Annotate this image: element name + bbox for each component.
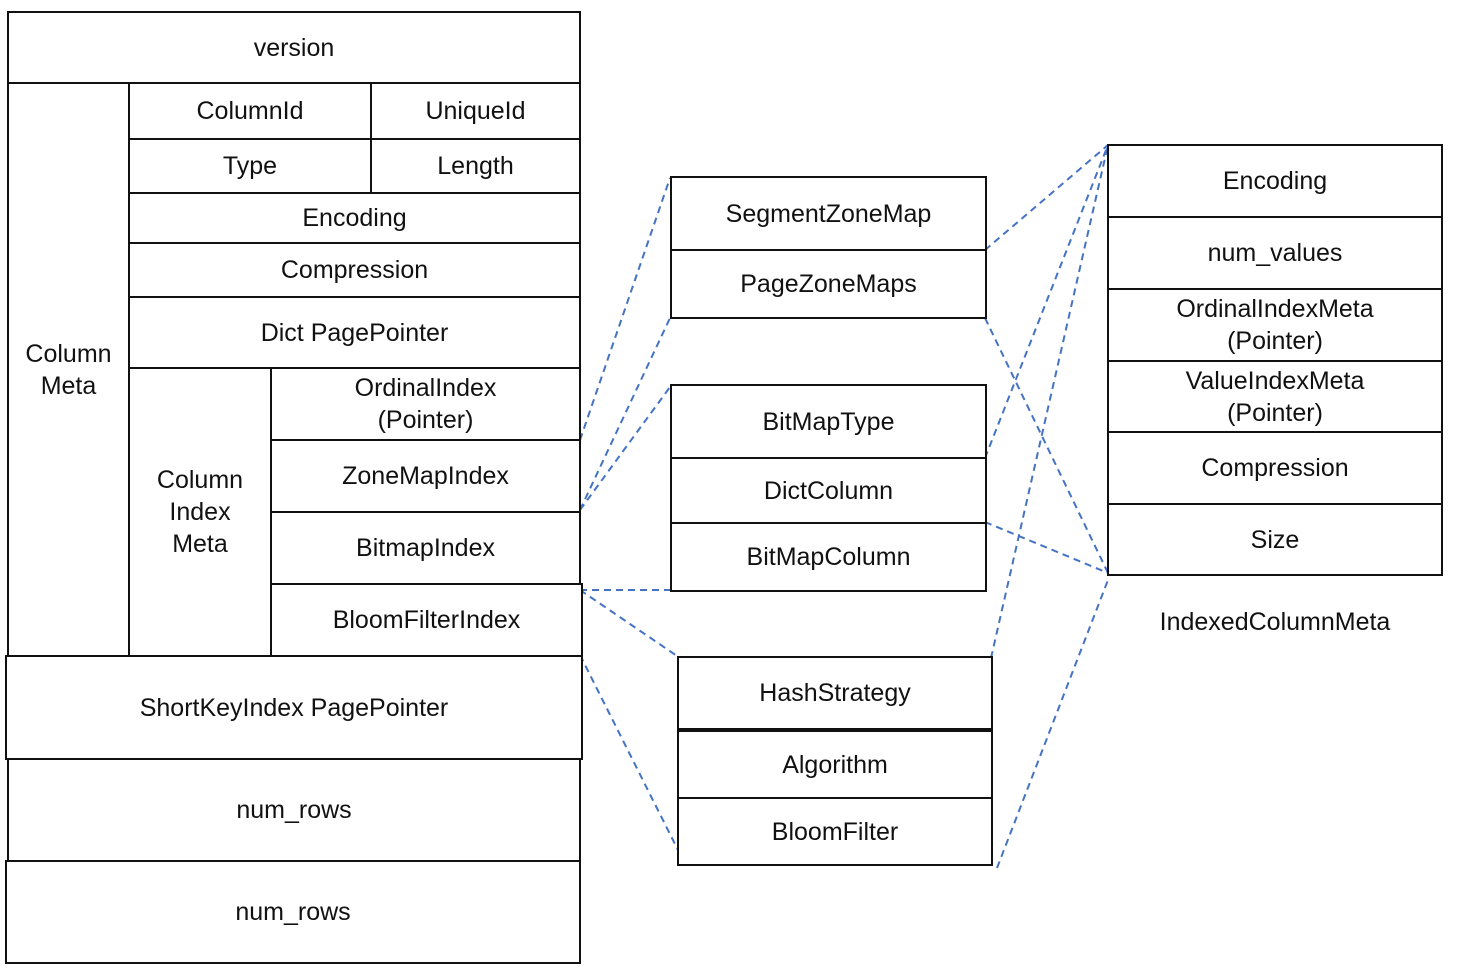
bitmap-type-label: BitMapType [762, 407, 895, 436]
unique-id-cell: UniqueId [370, 82, 581, 140]
num-rows-label-2: num_rows [235, 898, 351, 926]
bloom-filter-index-label: BloomFilterIndex [332, 606, 521, 634]
version-cell: version [7, 11, 581, 84]
hash-strategy-label: HashStrategy [759, 679, 911, 707]
num-rows-label-1: num_rows [236, 796, 352, 824]
compression-cell: Compression [128, 242, 581, 298]
short-key-index-cell: ShortKeyIndex PagePointer [5, 655, 583, 760]
connector-line [579, 654, 686, 865]
encoding-cell: Encoding [128, 192, 581, 244]
zone-map-index-label: ZoneMapIndex [342, 462, 509, 490]
hash-strategy-cell: HashStrategy [677, 656, 993, 732]
bitmap-column-label: BitMapColumn [746, 543, 911, 571]
connector-line [984, 521, 1109, 574]
algorithm-cell: Algorithm [677, 730, 993, 799]
dict-page-pointer-cell: Dict PagePointer [128, 296, 581, 369]
dict-column-cell: DictColumn [670, 457, 987, 524]
icm-ordinal-index-meta-label: OrdinalIndexMeta [1176, 295, 1374, 323]
length-label: Length [437, 152, 514, 180]
dict-page-pointer-label: Dict PagePointer [260, 318, 449, 347]
zone-map-index-cell: ZoneMapIndex [270, 439, 581, 513]
compression-label: Compression [280, 256, 429, 284]
column-index-meta-cell: Column Index Meta [128, 367, 272, 657]
column-meta-cell: Column Meta [7, 82, 130, 657]
connector-line [984, 144, 1109, 459]
bloom-filter-label: BloomFilter [771, 817, 899, 846]
icm-num-values-cell: num_values [1107, 216, 1443, 290]
column-id-cell: ColumnId [128, 82, 372, 140]
num-rows-cell-2: num_rows [5, 860, 581, 964]
icm-num-values-label: num_values [1207, 239, 1343, 267]
connector-line [579, 177, 671, 441]
segment-zone-map-cell: SegmentZoneMap [670, 176, 987, 251]
short-key-index-label: ShortKeyIndex PagePointer [139, 693, 449, 722]
column-index-meta-label: Column Index Meta [156, 466, 244, 558]
connector-line [579, 589, 681, 659]
icm-size-cell: Size [1107, 503, 1443, 576]
connector-line [984, 144, 1109, 251]
segment-zone-map-label: SegmentZoneMap [725, 199, 932, 228]
unique-id-label: UniqueId [425, 97, 526, 125]
algorithm-label: Algorithm [782, 750, 888, 779]
version-label: version [253, 33, 335, 62]
column-id-label: ColumnId [196, 97, 304, 125]
ordinal-index-label: OrdinalIndex [354, 374, 497, 402]
icm-value-index-meta-pointer-label: (Pointer) [1227, 398, 1323, 427]
connector-line [984, 317, 1109, 574]
page-zone-maps-label: PageZoneMaps [740, 270, 917, 298]
indexed-column-meta-title: IndexedColumnMeta [1159, 608, 1391, 636]
length-cell: Length [370, 138, 581, 194]
type-label: Type [222, 152, 278, 180]
icm-encoding-cell: Encoding [1107, 144, 1443, 218]
bloom-filter-cell: BloomFilter [677, 797, 993, 866]
icm-compression-cell: Compression [1107, 431, 1443, 505]
icm-ordinal-index-meta-cell: OrdinalIndexMeta (Pointer) [1107, 288, 1443, 362]
icm-ordinal-index-meta-pointer-label: (Pointer) [1227, 327, 1323, 355]
bitmap-index-label: BitmapIndex [356, 534, 495, 562]
icm-value-index-meta-cell: ValueIndexMeta (Pointer) [1107, 360, 1443, 433]
type-cell: Type [128, 138, 372, 194]
connector-line [579, 386, 671, 511]
connector-line [990, 144, 1109, 659]
bloom-filter-index-cell: BloomFilterIndex [270, 583, 583, 657]
connector-line [579, 317, 671, 511]
encoding-label: Encoding [302, 204, 407, 232]
dict-column-label: DictColumn [763, 476, 894, 505]
ordinal-index-pointer-label: (Pointer) [377, 406, 474, 434]
bitmap-column-cell: BitMapColumn [670, 522, 987, 592]
icm-encoding-label: Encoding [1222, 167, 1328, 195]
connector-line [996, 579, 1109, 869]
icm-compression-label: Compression [1201, 454, 1349, 482]
icm-size-label: Size [1250, 525, 1300, 554]
page-zone-maps-cell: PageZoneMaps [670, 249, 987, 319]
ordinal-index-cell: OrdinalIndex (Pointer) [270, 367, 581, 441]
num-rows-cell-1: num_rows [7, 758, 581, 862]
bitmap-type-cell: BitMapType [670, 384, 987, 459]
column-meta-label: Column Meta [25, 339, 112, 400]
icm-value-index-meta-label: ValueIndexMeta [1185, 366, 1365, 395]
bitmap-index-cell: BitmapIndex [270, 511, 581, 585]
